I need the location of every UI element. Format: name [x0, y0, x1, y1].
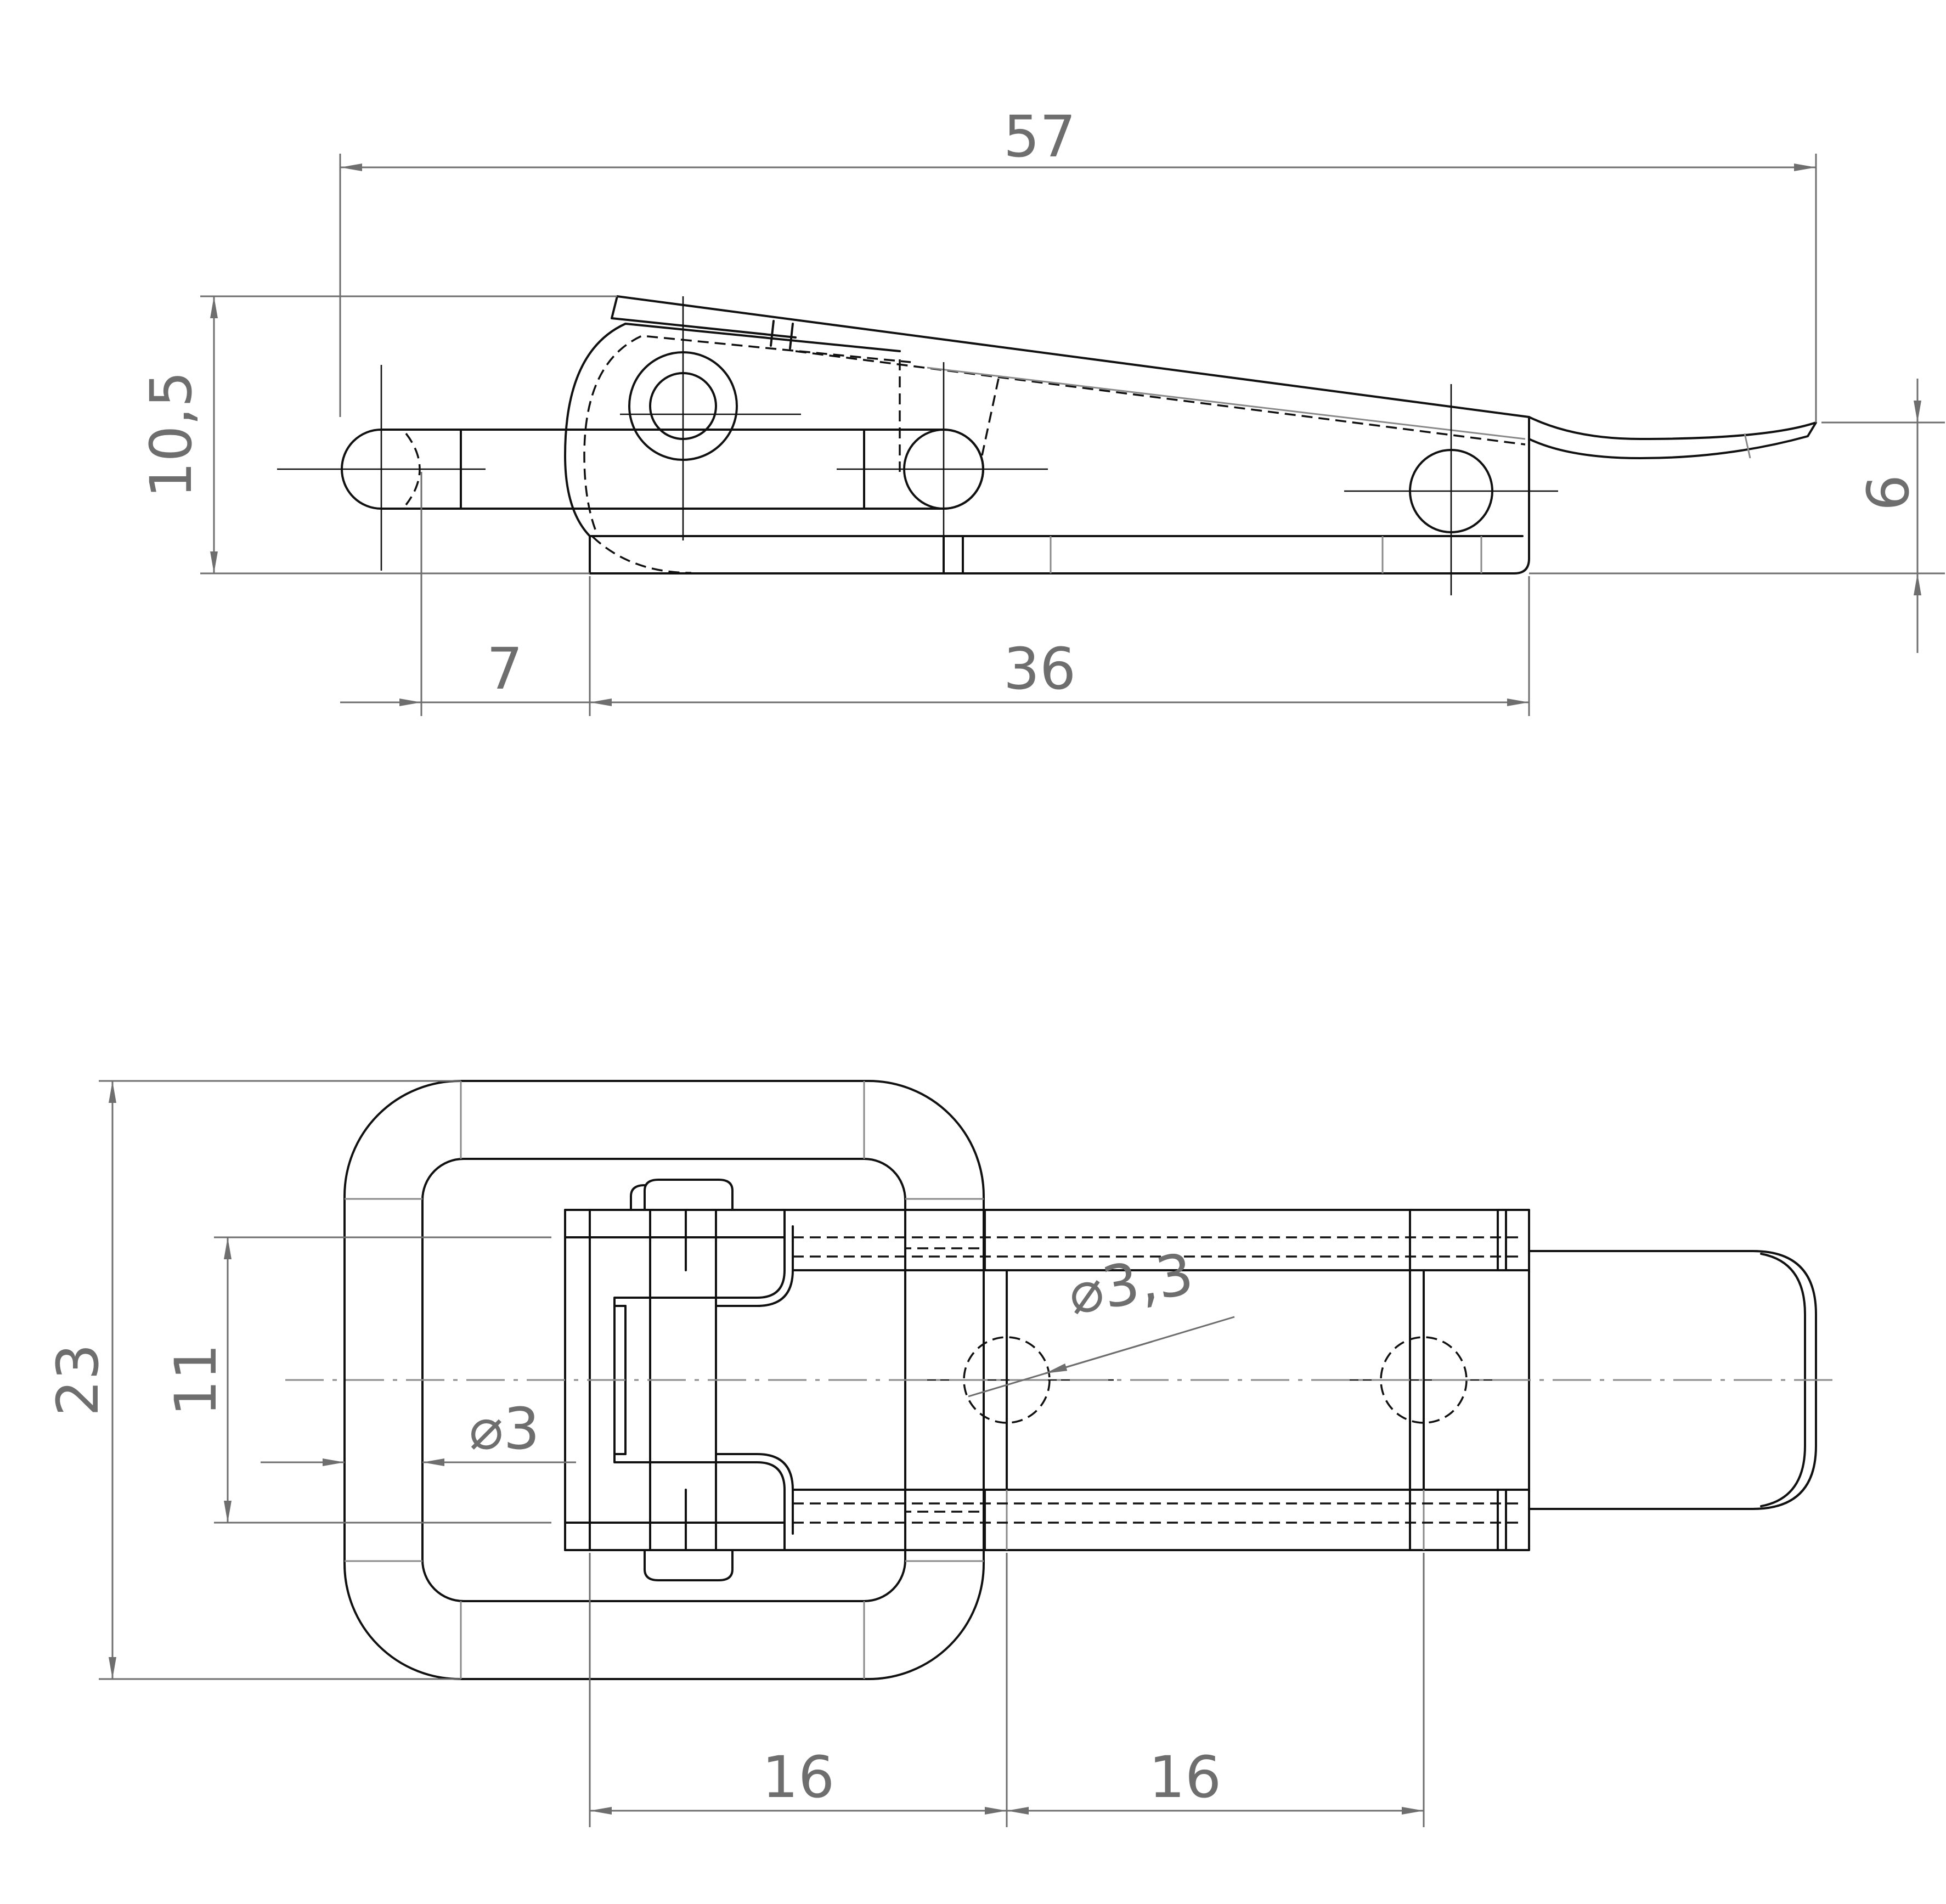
side-centerlines: [277, 296, 1558, 595]
dim-11-label: 11: [162, 1344, 229, 1416]
latch-body: [564, 1209, 1530, 1551]
dim-diameter-3-3-label: ⌀3,3: [1063, 1240, 1198, 1328]
side-plate: [564, 323, 901, 537]
rivet-top: [644, 1179, 734, 1211]
side-view: 57 10,5 6 7 36: [138, 103, 1945, 716]
dim-overall-length: 57: [339, 103, 1817, 423]
dim-16-left-label: 16: [762, 1744, 834, 1811]
dim-23-label: 23: [44, 1344, 111, 1416]
dim-base: 7 36: [340, 472, 1530, 716]
dim-pin-diameter: ⌀3: [261, 1395, 576, 1466]
lever: [616, 295, 1817, 459]
dim-inner-width: 11: [162, 1236, 551, 1524]
dim-height: 10,5: [138, 295, 617, 574]
dim-lever-offset: 6: [1529, 379, 1945, 653]
rivet-bottom: [644, 1549, 734, 1581]
dim-57-label: 57: [1003, 103, 1076, 170]
dim-6-label: 6: [1855, 475, 1922, 511]
dim-10-5-label: 10,5: [138, 371, 205, 498]
dim-7-label: 7: [487, 635, 523, 702]
dim-16-right-label: 16: [1149, 1744, 1221, 1811]
dim-hole-spacing: 16 16: [589, 1553, 1425, 1827]
dim-diameter-3-label: ⌀3: [469, 1395, 540, 1462]
dim-hole-diameter: ⌀3,3: [968, 1240, 1235, 1398]
base-plate: [589, 416, 1530, 574]
dim-36-label: 36: [1003, 635, 1076, 702]
dim-overall-width: 23: [44, 1080, 461, 1680]
top-view: 23 11 ⌀3 ⌀3,3 16 16: [44, 1080, 1838, 1827]
